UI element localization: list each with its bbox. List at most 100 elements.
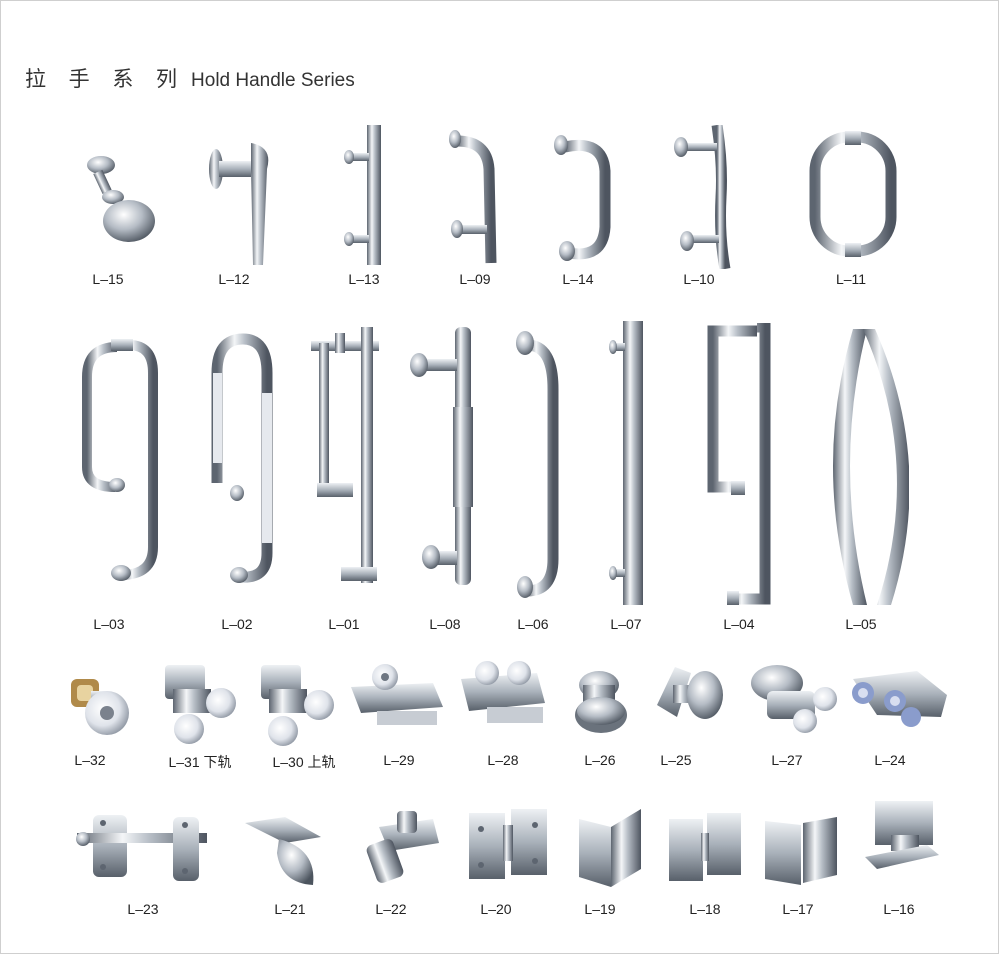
- label-l-22: L–22: [375, 901, 407, 917]
- pivot-connector-image: [366, 811, 439, 883]
- product-l-07: [607, 321, 647, 605]
- label-l-27: L–27: [771, 752, 803, 768]
- label-l-10: L–10: [683, 271, 715, 287]
- label-l-21: L–21: [274, 901, 306, 917]
- wall-hinge-image: [669, 813, 741, 881]
- product-l-13: [341, 125, 391, 265]
- offset-pull-handle-image: [674, 125, 731, 269]
- product-l-09: [447, 129, 503, 267]
- product-l-02: [207, 333, 277, 585]
- knurled-bar-handle-image: [410, 327, 473, 585]
- glass-hinge-90-image: [579, 809, 641, 887]
- label-l-31: L–31 下轨: [168, 754, 232, 770]
- product-l-22: [357, 807, 443, 887]
- product-l-01: [307, 323, 383, 587]
- title-english: Hold Handle Series: [191, 70, 355, 91]
- label-l-16: L–16: [883, 901, 915, 917]
- arc-handle-image: [833, 329, 909, 605]
- label-l-23: L–23: [127, 901, 159, 917]
- product-l-20: [467, 807, 549, 883]
- knob-cap-image: [575, 671, 627, 733]
- product-l-23: [69, 809, 217, 887]
- curved-pull-handle-image: [449, 130, 497, 264]
- crystal-bar-handle-image: [211, 333, 273, 583]
- label-l-14: L–14: [562, 271, 594, 287]
- towel-bar-handle-image: [82, 339, 158, 581]
- product-l-29: [349, 661, 445, 731]
- glass-support-image: [245, 817, 321, 885]
- product-l-10: [671, 125, 733, 269]
- double-bar-handle-image: [311, 327, 379, 583]
- product-l-17: [763, 809, 839, 887]
- label-l-26: L–26: [584, 752, 616, 768]
- product-l-05: [823, 325, 909, 609]
- straight-bar-handle-image: [344, 125, 381, 265]
- label-l-15: L–15: [92, 271, 124, 287]
- label-l-20: L–20: [480, 901, 512, 917]
- door-latch-image: [76, 815, 207, 881]
- product-l-06: [513, 329, 563, 599]
- label-l-18: L–18: [689, 901, 721, 917]
- knob-handle-image: [87, 156, 155, 242]
- label-l-03: L–03: [93, 616, 125, 632]
- ring-handle-image: [809, 131, 897, 257]
- label-l-28: L–28: [487, 752, 519, 768]
- label-l-25: L–25: [660, 752, 692, 768]
- product-l-03: [77, 337, 163, 587]
- label-l-06: L–06: [517, 616, 549, 632]
- label-l-01: L–01: [328, 616, 360, 632]
- square-bar-handle-image: [609, 321, 643, 605]
- label-l-11: L–11: [835, 271, 867, 287]
- label-l-08: L–08: [429, 616, 461, 632]
- label-l-17: L–17: [782, 901, 814, 917]
- shower-hinge-image: [865, 801, 939, 869]
- label-l-32: L–32: [74, 752, 106, 768]
- back-to-back-handle-image: [707, 323, 771, 605]
- product-l-24: [847, 657, 953, 731]
- product-l-04: [705, 323, 777, 607]
- knob-with-clamp-image: [657, 667, 723, 719]
- label-l-19: L–19: [584, 901, 616, 917]
- title-chinese: 拉 手 系 列: [25, 67, 186, 91]
- hanging-roller-image: [852, 671, 947, 727]
- product-l-19: [575, 805, 647, 889]
- label-l-12: L–12: [218, 271, 250, 287]
- product-l-08: [407, 327, 487, 587]
- catalog-title: 拉 手 系 列 Hold Handle Series: [25, 63, 355, 93]
- product-l-25: [651, 657, 725, 733]
- product-l-21: [241, 813, 325, 885]
- glass-clamp-roller-image: [351, 664, 443, 725]
- label-l-29: L–29: [383, 752, 415, 768]
- product-l-11: [807, 129, 899, 259]
- product-l-32: [61, 671, 131, 737]
- product-l-28: [457, 657, 549, 731]
- label-l-07: L–07: [610, 616, 642, 632]
- label-l-13: L–13: [348, 271, 380, 287]
- product-l-30: [255, 659, 337, 749]
- product-l-18: [667, 809, 745, 885]
- product-l-15: [77, 151, 157, 251]
- curved-bar-handle-image: [516, 331, 559, 598]
- product-l-26: [573, 665, 631, 735]
- label-l-09: L–09: [459, 271, 491, 287]
- glass-hinge-180-image: [469, 809, 547, 879]
- product-l-27: [747, 661, 839, 739]
- label-l-04: L–04: [723, 616, 755, 632]
- product-l-16: [863, 799, 941, 873]
- label-l-05: L–05: [845, 616, 877, 632]
- lever-handle-image: [209, 143, 269, 265]
- top-roller-image: [261, 665, 334, 746]
- roller-dome-image: [751, 665, 837, 733]
- single-roller-image: [71, 679, 129, 735]
- corner-hinge-image: [765, 817, 837, 885]
- product-l-14: [551, 131, 615, 265]
- label-l-30: L–30 上轨: [272, 754, 336, 770]
- d-pull-handle-image: [554, 135, 611, 261]
- label-l-02: L–02: [221, 616, 253, 632]
- bottom-roller-image: [165, 665, 236, 744]
- product-l-31: [159, 659, 241, 747]
- label-l-24: L–24: [874, 752, 906, 768]
- double-roller-clamp-image: [461, 661, 545, 723]
- product-l-12: [207, 139, 277, 267]
